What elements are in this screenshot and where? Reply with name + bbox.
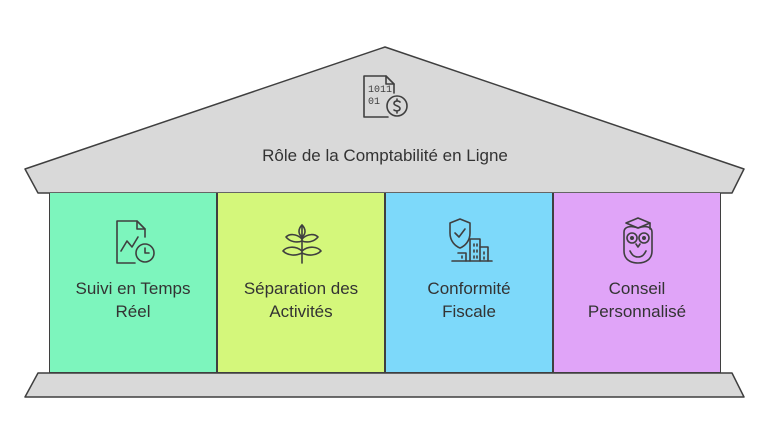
pillar-label-line: Séparation des (243, 279, 359, 298)
page-title: Rôle de la Comptabilité en Ligne (262, 146, 508, 165)
svg-text:01: 01 (368, 97, 380, 108)
owl-graduate-icon (623, 217, 653, 264)
base-shape (24, 372, 745, 398)
pillar-separation: Séparation des Activités (217, 193, 385, 373)
pillar-label-line: Conformité (427, 279, 511, 298)
pillar-label-line: Suivi en Temps (75, 279, 191, 298)
pillar-label-line: Personnalisé (587, 302, 687, 321)
pillar-label-line: Fiscale (442, 302, 496, 321)
pillar-label-line: Conseil (608, 279, 666, 298)
svg-text:1011: 1011 (368, 85, 392, 96)
pillar-suivi: Suivi en Temps Réel (49, 193, 217, 373)
pillar-label: Séparation des Activités (224, 277, 378, 323)
pillar-label: Conformité Fiscale (392, 277, 546, 323)
chart-clock-icon (116, 220, 155, 264)
pillar-conformite: Conformité Fiscale (385, 193, 553, 373)
pillar-label: Conseil Personnalisé (560, 277, 714, 323)
document-binary-dollar-icon: 1011 01 (363, 75, 408, 118)
pillar-conseil: Conseil Personnalisé (553, 193, 721, 373)
shield-building-icon (449, 218, 493, 262)
pillar-label-line: Réel (115, 302, 151, 321)
pillar-label: Suivi en Temps Réel (56, 277, 210, 323)
leaf-branch-icon (282, 224, 322, 264)
pillar-label-line: Activités (269, 302, 333, 321)
